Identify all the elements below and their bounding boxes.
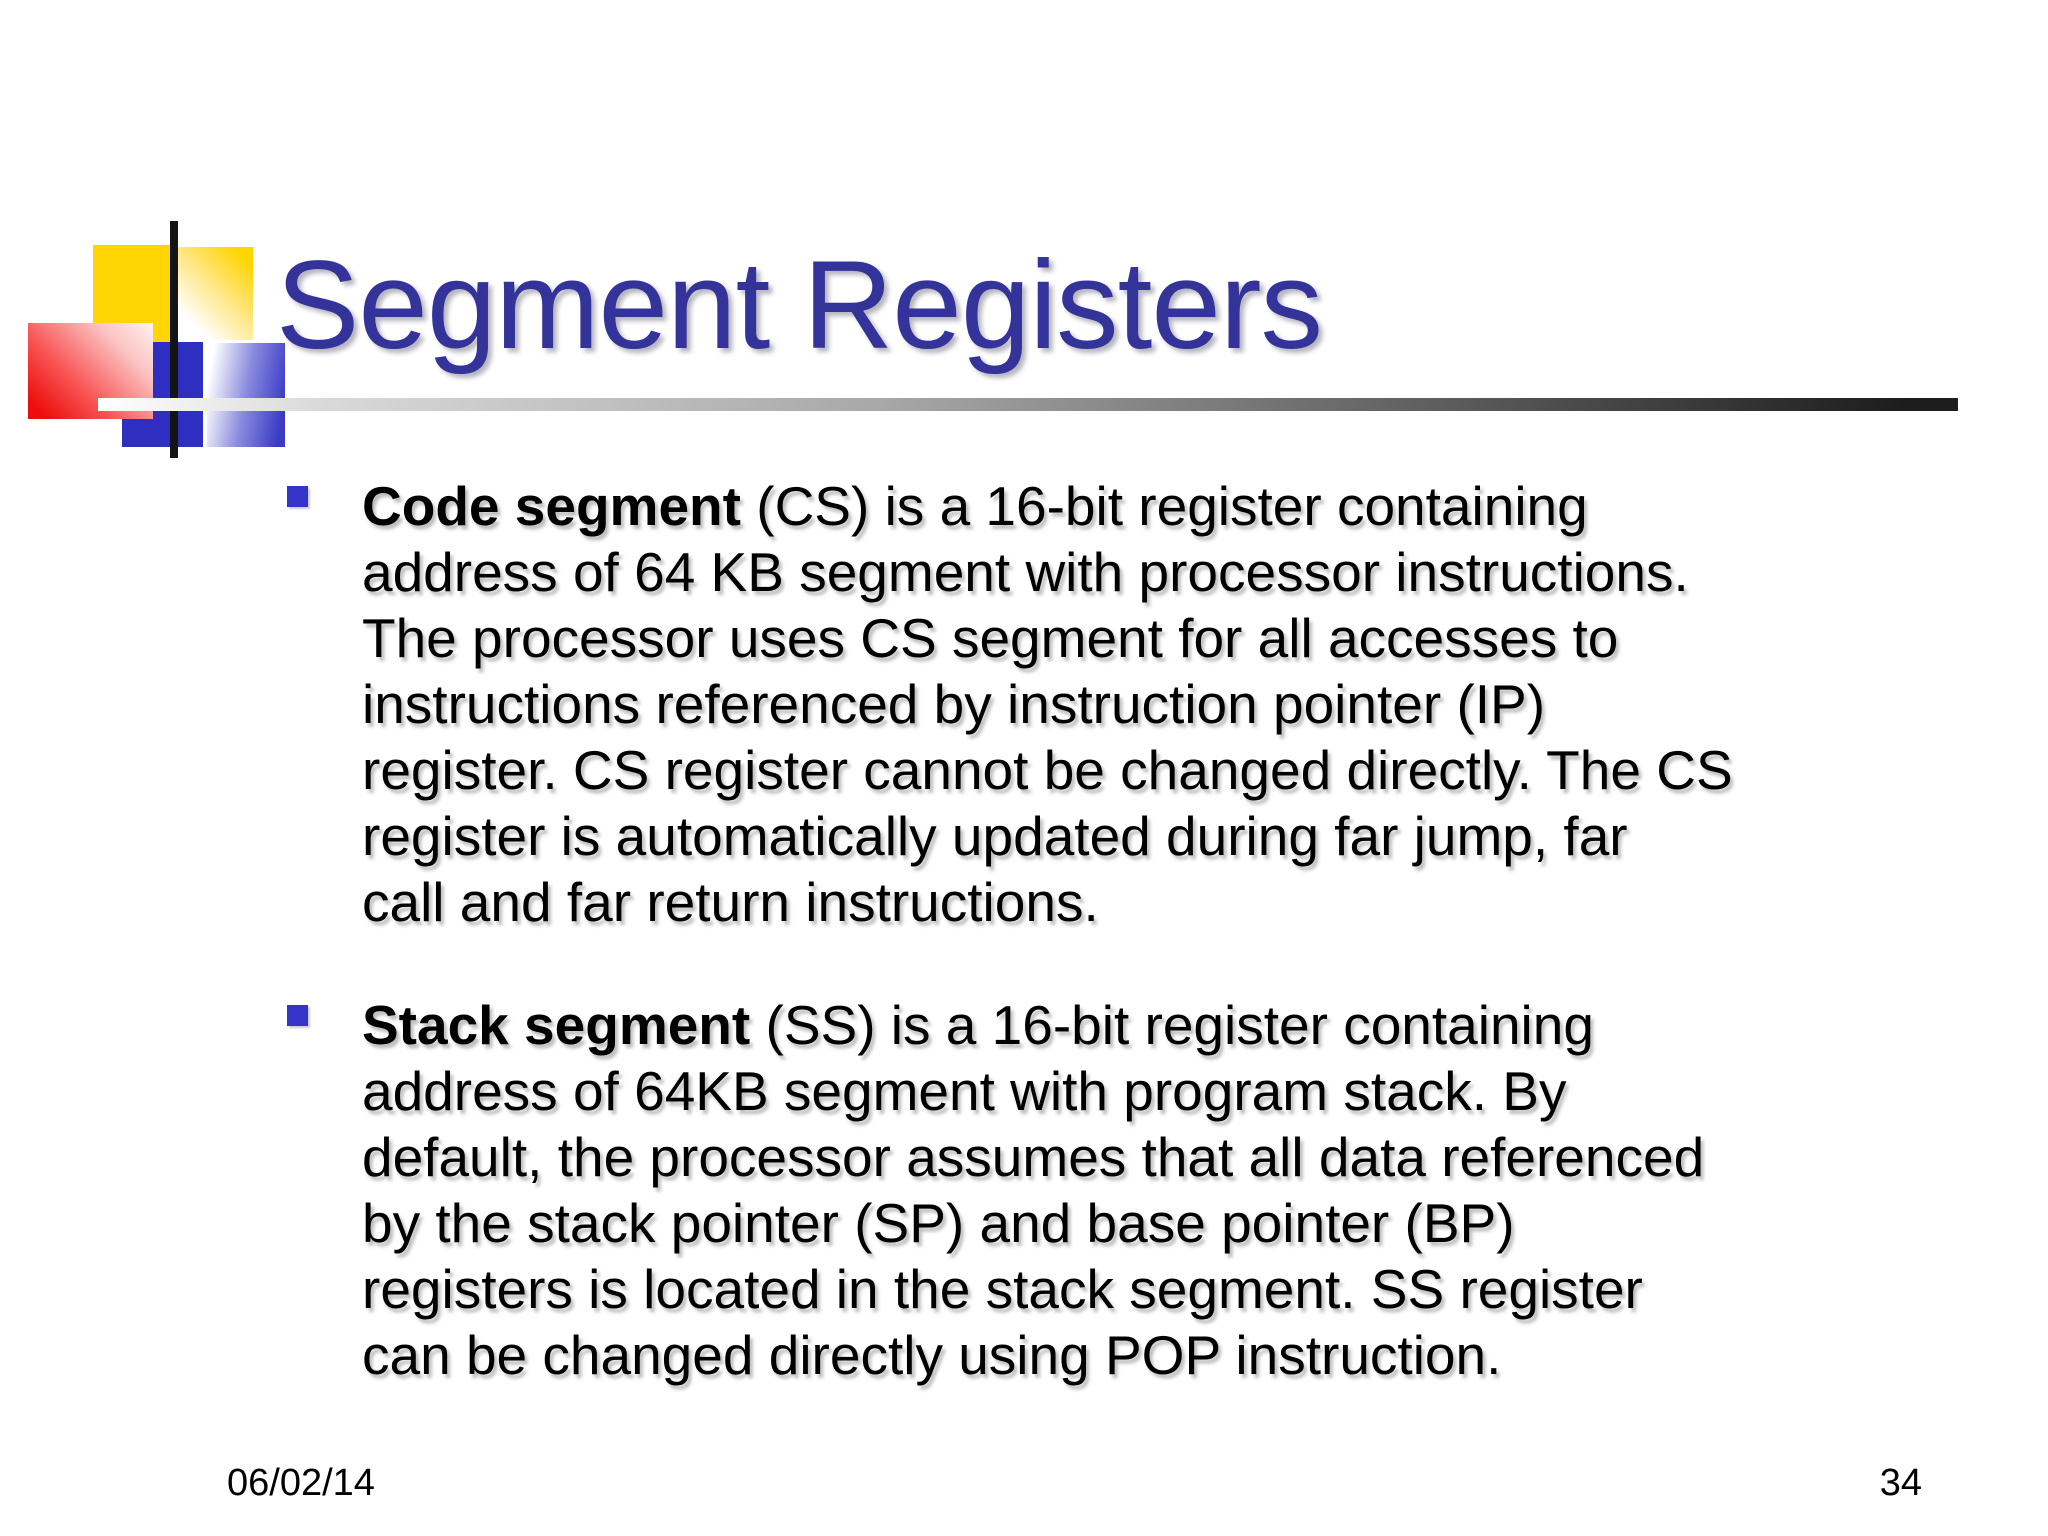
logo-blue-gradient-square-icon [207,343,285,447]
bullet-square-icon [287,486,308,507]
text-line: instructions referenced by instruction p… [362,673,1546,735]
page-title: Segment Registers [276,236,1323,375]
text-line: address of 64 KB segment with processor … [362,541,1689,603]
text-line: registers is located in the stack segmen… [362,1258,1643,1320]
text-line: call and far return instructions. [362,871,1099,933]
logo-yellow-gradient-square-icon [178,247,253,340]
logo-vertical-line [170,221,178,458]
bold-term: Code segment [362,475,741,537]
bullet-paragraph-code-segment: Code segment (CS) is a 16-bit register c… [362,473,2022,935]
footer-page-number: 34 [1879,1462,1922,1504]
text-line: Code segment (CS) is a 16-bit register c… [362,473,2022,539]
text-line: default, the processor assumes that all … [362,1126,1705,1188]
text-line: register is automatically updated during… [362,805,1628,867]
text-line: The processor uses CS segment for all ac… [362,607,1619,669]
text-line: address of 64KB segment with program sta… [362,1060,1567,1122]
bold-term: Stack segment [362,994,751,1056]
text-run: (SS) is a 16-bit register containing [750,994,1594,1056]
bullet-paragraph-stack-segment: Stack segment (SS) is a 16-bit register … [362,992,2022,1388]
text-line: Stack segment (SS) is a 16-bit register … [362,992,2022,1058]
bullet-square-icon [287,1005,308,1026]
text-line: by the stack pointer (SP) and base point… [362,1192,1515,1254]
text-line: register. CS register cannot be changed … [362,739,1733,801]
title-divider-rule [98,398,1958,411]
footer-date: 06/02/14 [227,1462,375,1504]
text-line: can be changed directly using POP instru… [362,1324,1502,1386]
text-run: (CS) is a 16-bit register containing [740,475,1588,537]
